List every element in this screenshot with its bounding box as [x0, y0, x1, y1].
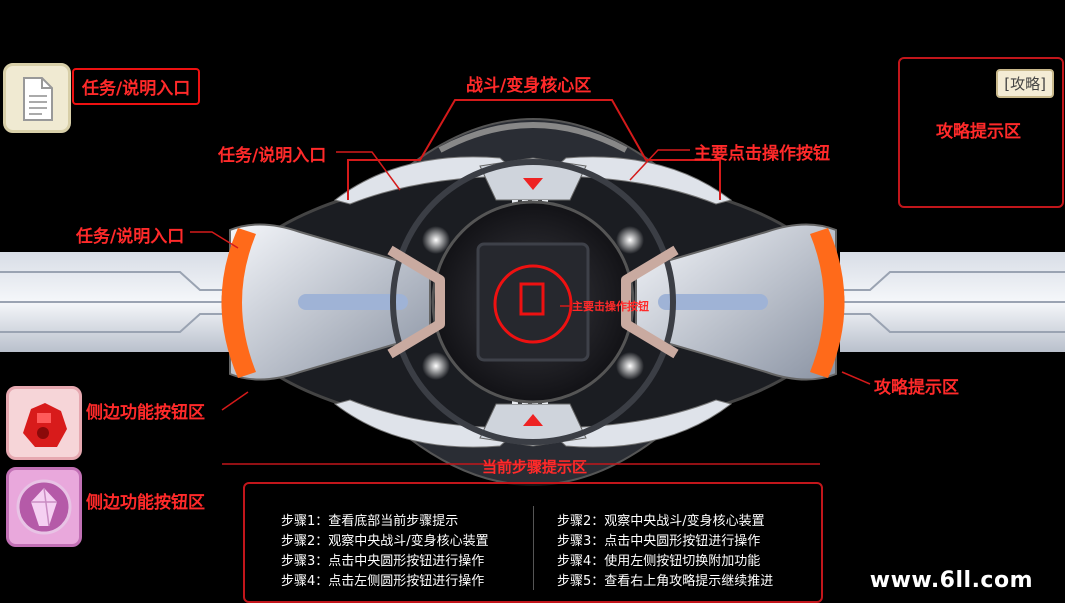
task-entry-label-mid: 任务/说明入口 — [218, 146, 327, 166]
step-left-1: 步骤1：查看底部当前步骤提示 — [281, 514, 459, 529]
side-function-label-1: 侧边功能按钮区 — [86, 403, 205, 423]
step-left-2: 步骤2：观察中央战斗/变身核心装置 — [281, 534, 489, 549]
step-right-4: 步骤5：查看右上角攻略提示继续推进 — [557, 574, 774, 589]
step-left-4: 步骤4：点击左侧圆形按钮进行操作 — [281, 574, 485, 589]
step-right-1: 步骤2：观察中央战斗/变身核心装置 — [557, 514, 765, 529]
document-icon[interactable] — [3, 63, 71, 133]
site-watermark: www.6ll.com — [869, 568, 1033, 593]
pink-crystal-icon[interactable] — [6, 467, 82, 547]
side-function-label-2: 侧边功能按钮区 — [86, 493, 205, 513]
main-button-label-right: 主要点击操作按钮 — [694, 144, 830, 164]
step-right-2: 步骤3：点击中央圆形按钮进行操作 — [557, 534, 761, 549]
tips-panel: [攻略] 攻略提示区 — [898, 57, 1064, 208]
tips-badge[interactable]: [攻略] — [996, 69, 1054, 98]
main-button-label-center[interactable]: 主要击操作按钮 — [572, 300, 649, 313]
tips-zone-label-right: 攻略提示区 — [874, 378, 959, 398]
steps-panel: 步骤1：查看底部当前步骤提示 步骤2：观察中央战斗/变身核心装置 步骤3：点击中… — [243, 482, 823, 603]
current-step-zone-label: 当前步骤提示区 — [482, 458, 588, 476]
tips-panel-title: 攻略提示区 — [936, 122, 1021, 142]
task-entry-label-left: 任务/说明入口 — [76, 227, 185, 247]
step-left-3: 步骤3：点击中央圆形按钮进行操作 — [281, 554, 485, 569]
red-robot-icon[interactable] — [6, 386, 82, 460]
core-zone-label: 战斗/变身核心区 — [466, 76, 592, 96]
task-entry-label-top: 任务/说明入口 — [72, 68, 201, 105]
step-right-3: 步骤4：使用左侧按钮切换附加功能 — [557, 554, 761, 569]
